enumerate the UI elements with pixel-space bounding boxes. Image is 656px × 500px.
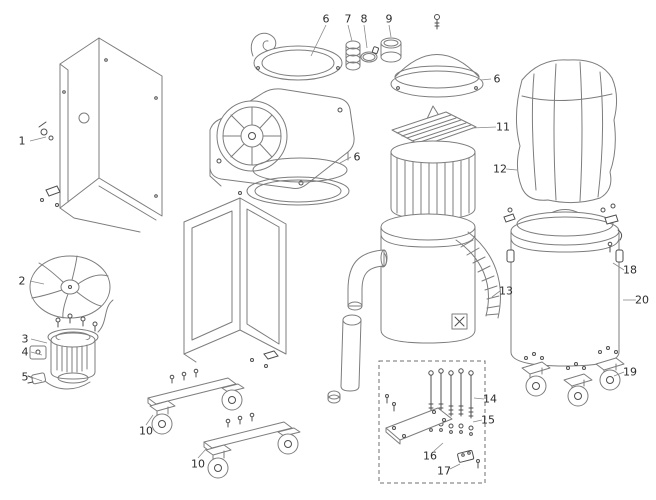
callout-17: 17 xyxy=(437,464,451,478)
callout-10-a: 10 xyxy=(139,424,153,438)
callout-14: 14 xyxy=(483,392,497,406)
long-screws xyxy=(429,369,473,418)
callout-20: 20 xyxy=(635,293,649,307)
caster-beam-1 xyxy=(148,369,244,434)
dome-lid xyxy=(391,15,483,98)
bin-latch-kit-left xyxy=(504,208,515,222)
silencer-pipe xyxy=(328,315,361,403)
small-bracket xyxy=(457,450,479,468)
callout-1: 1 xyxy=(18,134,26,148)
hardware-kit-box xyxy=(379,361,485,483)
switch-box xyxy=(30,346,46,359)
callout-11: 11 xyxy=(496,120,510,134)
callout-18: 18 xyxy=(623,263,637,277)
callout-3: 3 xyxy=(21,332,29,346)
blower-cable-loop xyxy=(251,33,275,56)
blower-inlet-ring xyxy=(254,46,342,80)
callout-8: 8 xyxy=(360,12,368,26)
flex-hose xyxy=(456,232,500,318)
callout-6-rings: 6 xyxy=(353,150,361,164)
callout-12: 12 xyxy=(493,162,507,176)
callout-6-top: 6 xyxy=(322,12,330,26)
callout-6-dome: 6 xyxy=(493,72,501,86)
bin-caster-3 xyxy=(596,347,624,391)
caster-beam-2 xyxy=(204,413,300,478)
bin-caster-2 xyxy=(564,363,592,407)
callout-2: 2 xyxy=(18,274,26,288)
motor-assembly xyxy=(48,300,113,383)
filter-bag xyxy=(516,60,616,203)
filter-cartridge xyxy=(391,106,476,219)
cabinet-housing xyxy=(60,38,162,232)
bin-caster-1 xyxy=(522,353,550,397)
blower-housing xyxy=(210,89,354,189)
power-cord-plug xyxy=(28,373,90,389)
bin-latch-kit-right xyxy=(601,204,622,252)
callout-4: 4 xyxy=(21,345,29,359)
motor-mounting-bolts xyxy=(56,314,97,331)
callout-7: 7 xyxy=(344,12,352,26)
callout-13: 13 xyxy=(499,284,513,298)
callout-19: 19 xyxy=(623,365,637,379)
callout-10-b: 10 xyxy=(191,457,205,471)
leader-lines xyxy=(30,25,636,469)
callout-16: 16 xyxy=(423,449,437,463)
callout-5: 5 xyxy=(21,370,29,384)
hose-clamp xyxy=(361,46,379,62)
callout-9: 9 xyxy=(385,12,393,26)
hose-segment xyxy=(346,41,360,70)
dust-bin xyxy=(507,210,623,367)
blower-gasket-rings xyxy=(247,158,349,205)
elbow-duct xyxy=(348,250,387,310)
collector-drum xyxy=(380,214,476,343)
callout-15: 15 xyxy=(481,413,495,427)
outlet-adapter xyxy=(381,38,401,62)
base-plate xyxy=(386,408,452,444)
fan-impeller xyxy=(30,256,110,318)
cabinet-latch-hardware xyxy=(39,122,60,207)
stand-frame xyxy=(184,192,286,368)
